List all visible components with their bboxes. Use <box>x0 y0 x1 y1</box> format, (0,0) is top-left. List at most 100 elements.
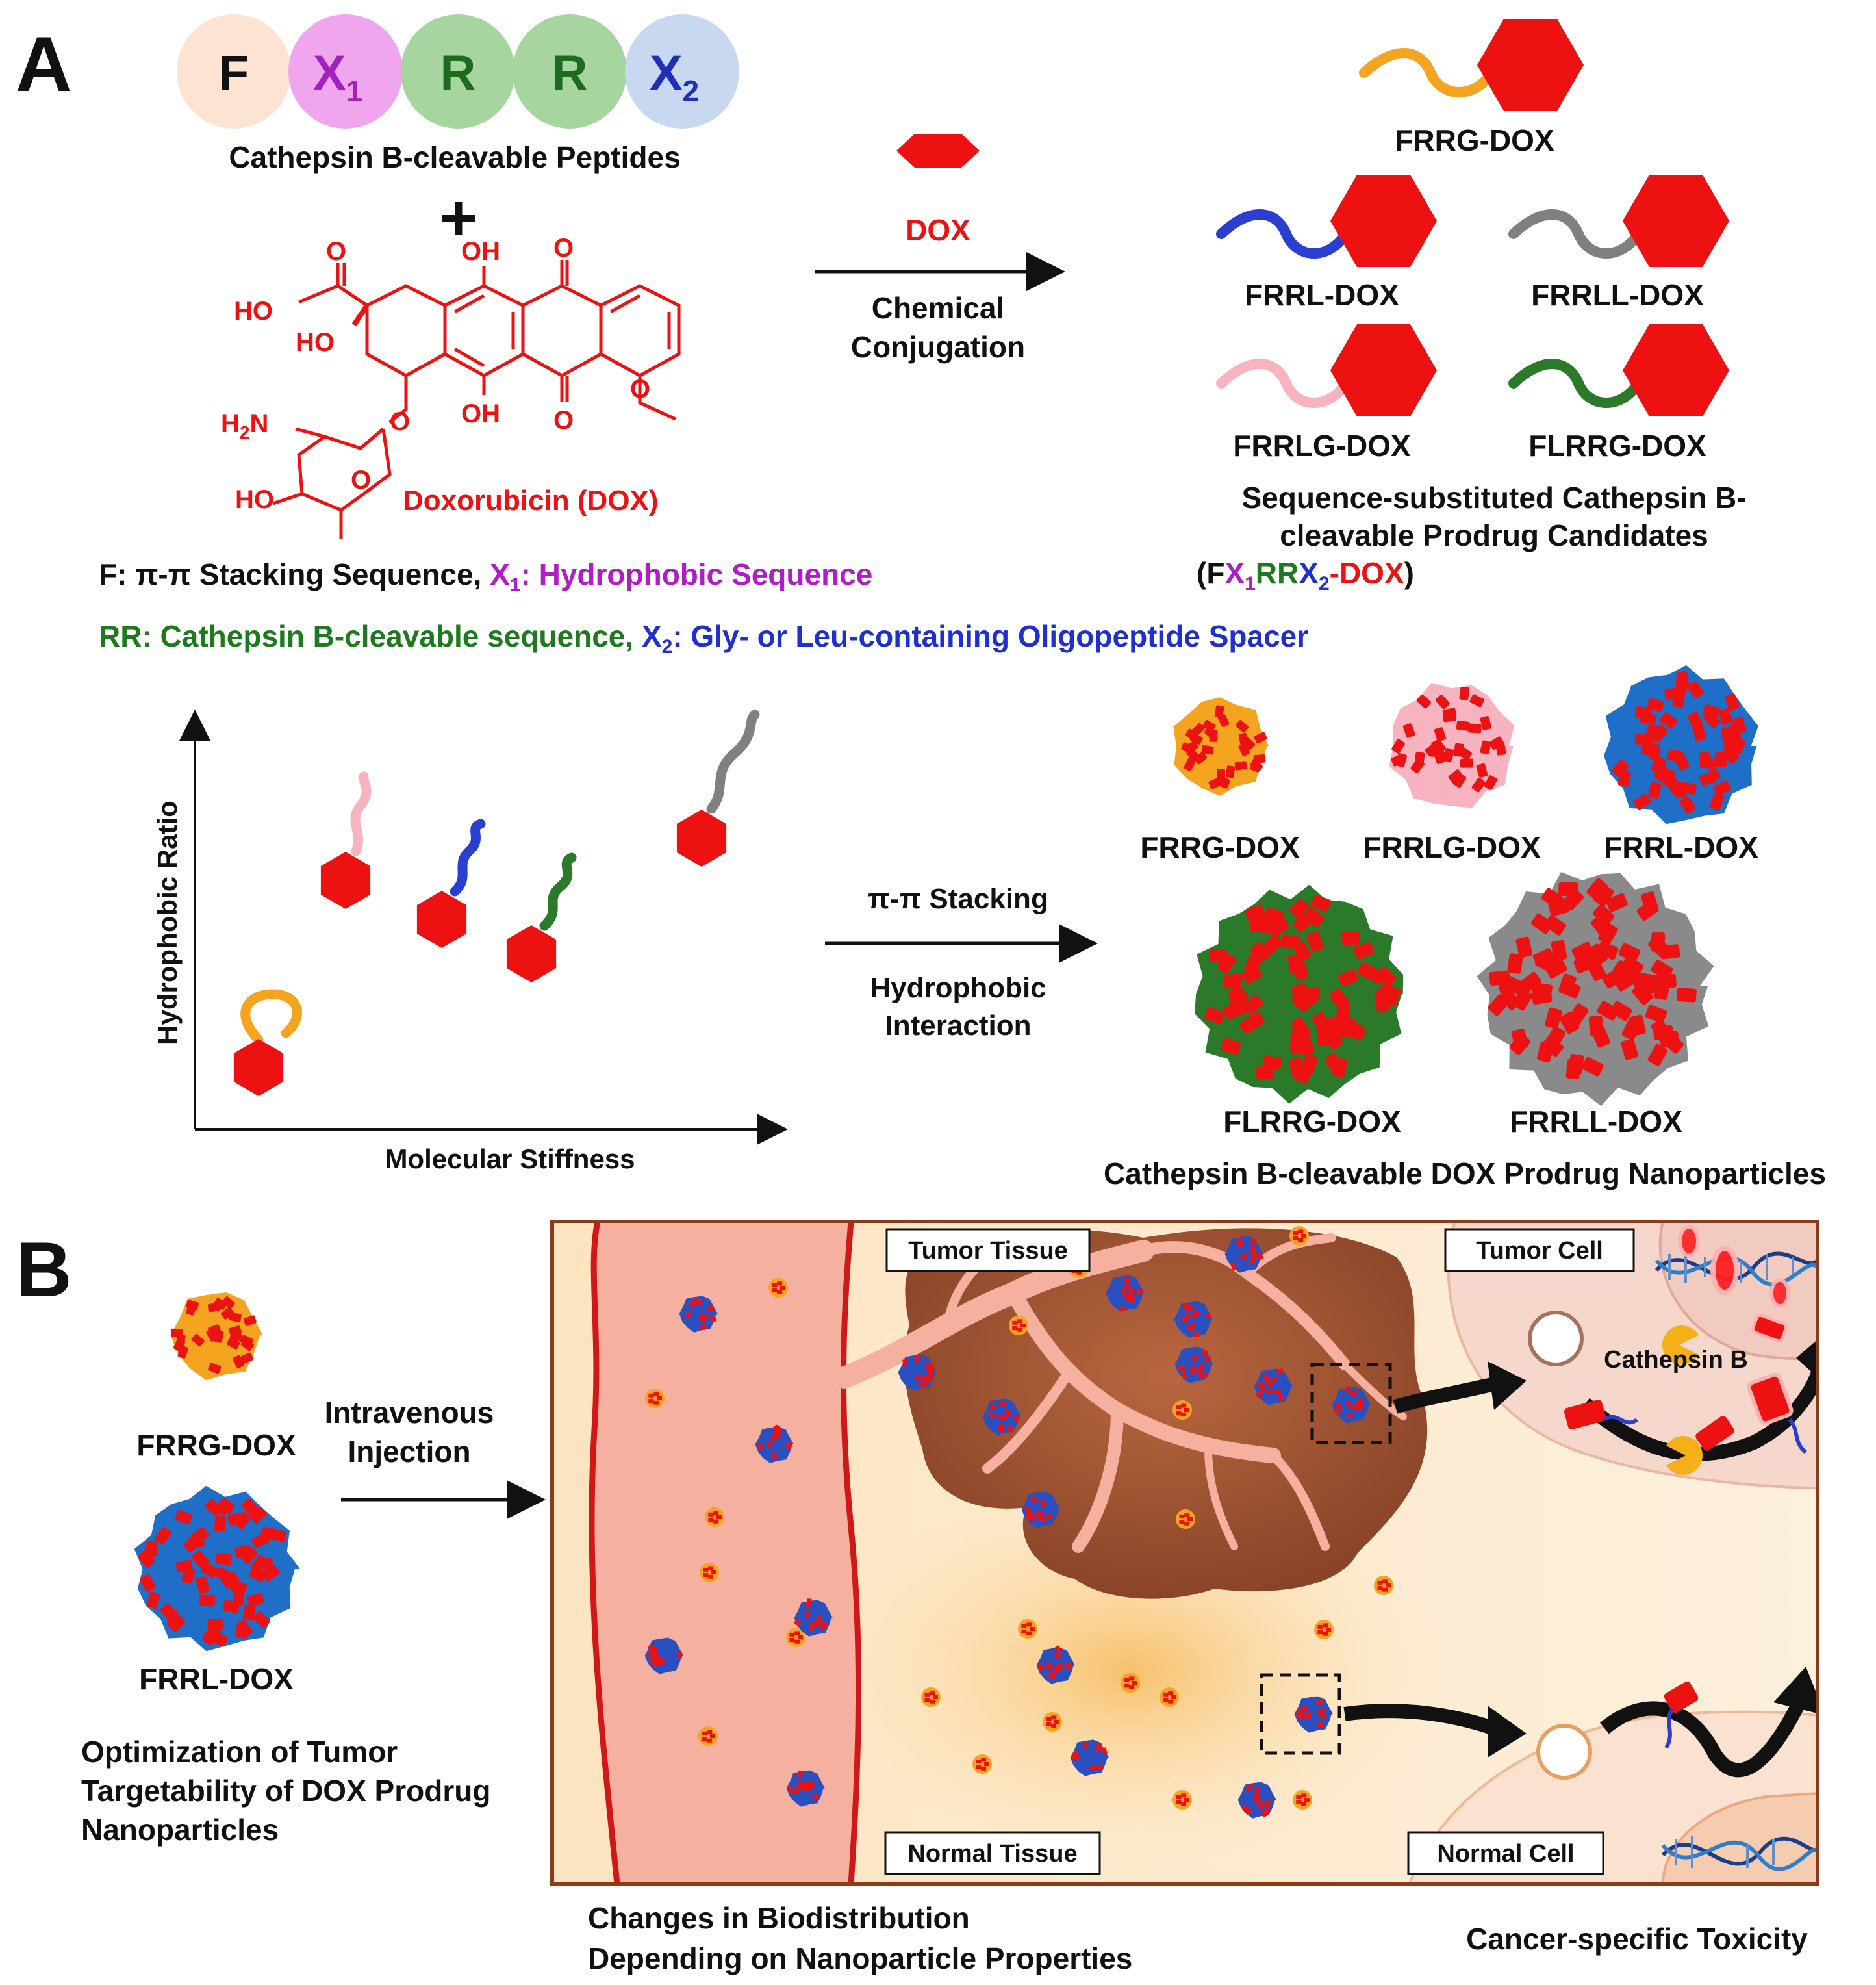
plot-molecule <box>320 771 372 909</box>
nanoparticle <box>794 1598 833 1637</box>
prodrug-candidate: FLRRG-DOX <box>1508 324 1729 463</box>
candidates-formula: (FX1RRX2-DOX) <box>1197 556 1414 595</box>
dox-label-h2n: H2N <box>221 409 268 442</box>
nanoparticle <box>644 1637 683 1674</box>
nanoparticle <box>1294 1696 1333 1733</box>
small-nanoparticle <box>972 1754 992 1774</box>
normal-zoom-arrow-icon <box>1488 1706 1527 1758</box>
peptide-bead-letter: X1 <box>313 45 362 108</box>
peptide-bead-letter: F <box>219 45 249 101</box>
dox-label-o-ring: O <box>390 407 410 436</box>
cathepsin-b-icon <box>1662 1325 1699 1364</box>
bottom-left-line1: Changes in Biodistribution <box>588 1901 970 1935</box>
assembly-line2: Hydrophobic <box>870 972 1046 1004</box>
normal-tissue-box <box>884 1831 1101 1875</box>
dna-helix-tumor-icon <box>1654 1225 1818 1308</box>
small-nanoparticle <box>705 1507 724 1527</box>
nanoparticle <box>786 1770 825 1807</box>
peptides-caption: Cathepsin B-cleavable Peptides <box>229 140 680 174</box>
x-axis-label: Molecular Stiffness <box>385 1144 635 1174</box>
peptide-bead: X1 <box>288 14 403 129</box>
dox-label-ho-sugar: HO <box>235 485 274 514</box>
small-nanoparticle <box>1121 1673 1140 1693</box>
prodrug-candidate-label: FRRL-DOX <box>1245 278 1399 312</box>
prodrug-candidate: FRRLG-DOX <box>1216 324 1437 463</box>
endosome-normal <box>1536 1724 1592 1780</box>
tumor-zoom-box <box>1310 1363 1392 1444</box>
reaction-line1: Chemical <box>872 291 1005 325</box>
assembly-line3: Interaction <box>885 1010 1032 1042</box>
tumor-tissue-box <box>885 1228 1091 1272</box>
nanoparticle-label: FRRG-DOX <box>1140 830 1300 864</box>
small-nanoparticle <box>1176 1509 1195 1529</box>
small-nanoparticle <box>1009 1316 1028 1335</box>
prodrug-candidate: FRRLL-DOX <box>1508 175 1729 312</box>
peptide-bead-letter: R <box>440 45 476 101</box>
nanoparticle <box>679 1296 718 1333</box>
dox-label-o2: O <box>553 234 574 263</box>
panel-b-label: B <box>16 1226 72 1313</box>
dox-name: Doxorubicin (DOX) <box>403 485 659 517</box>
injection-line2: Injection <box>348 1435 470 1468</box>
plot-molecule <box>416 819 486 948</box>
dox-label-o-sugar: O <box>351 466 371 494</box>
prodrug-candidate-label: FLRRG-DOX <box>1528 429 1706 463</box>
tumor-pathway-arrow-icon <box>1796 1339 1818 1377</box>
doxorubicin-structure <box>272 260 681 539</box>
normal-zoom-box <box>1260 1673 1341 1755</box>
normal-pathway-arrow-icon <box>1773 1667 1818 1713</box>
prodrug-candidate-label: FRRG-DOX <box>1395 123 1554 157</box>
dox-label-o-methoxy: O <box>630 375 650 403</box>
nanoparticle <box>170 1292 263 1381</box>
small-nanoparticle <box>921 1687 941 1707</box>
small-nanoparticle <box>1043 1712 1062 1732</box>
dox-label-o3: O <box>553 406 574 435</box>
biodistribution-scene <box>550 1220 1819 1886</box>
dox-label-o1: O <box>326 237 346 266</box>
panel-a-label: A <box>16 21 72 108</box>
prodrug-candidate-label: FRRLL-DOX <box>1531 278 1704 312</box>
small-nanoparticle <box>1172 1400 1192 1420</box>
candidates-caption-line1: Sequence-substituted Cathepsin B- <box>1242 481 1747 515</box>
assembly-line1: π-π Stacking <box>868 883 1048 915</box>
prodrug-candidates: FRRG-DOX FRRL-DOX FRRLL-DOX FRRLG-DOX FLRRG-… <box>1216 19 1729 463</box>
tumor-cell-box <box>1444 1228 1635 1272</box>
nanoparticle <box>1070 1739 1109 1776</box>
normal-cell-box <box>1407 1831 1604 1875</box>
released-dox-icon <box>1564 1400 1606 1429</box>
legend-line2: RR: Cathepsin B-cleavable sequence, X2: … <box>99 619 1308 658</box>
nanoparticle <box>1389 683 1515 808</box>
optimization-line1: Optimization of Tumor <box>81 1735 398 1769</box>
nanoparticle <box>134 1485 301 1652</box>
normal-tissue-label: Normal Tissue <box>907 1840 1077 1867</box>
dox-label-ho-mid: HO <box>296 328 335 357</box>
small-nanoparticle <box>1018 1619 1037 1639</box>
peptide-bead: R <box>401 14 515 129</box>
optimization-line2: Targetability of DOX Prodrug <box>81 1774 490 1808</box>
nanoparticle <box>1195 884 1404 1104</box>
scene-frame <box>550 1220 1819 1886</box>
plot-molecule <box>233 989 302 1096</box>
panel-b-nanoparticle-small <box>170 1292 263 1381</box>
nanoparticle <box>1106 1275 1145 1312</box>
small-nanoparticle <box>700 1563 719 1582</box>
nanoparticle <box>898 1354 937 1391</box>
small-nanoparticle <box>1374 1576 1393 1595</box>
dox-label-oh-bottom: OH <box>461 400 500 428</box>
dox-label-ho-top: HO <box>234 297 273 326</box>
tumor-cell-label: Tumor Cell <box>1476 1237 1603 1264</box>
reaction-line2: Conjugation <box>851 330 1025 364</box>
bottom-right-text: Cancer-specific Toxicity <box>1466 1922 1808 1956</box>
dna-helix-normal-icon <box>1661 1836 1818 1871</box>
plot-molecule <box>676 710 760 867</box>
panel-b-nanoparticle-large <box>134 1485 301 1652</box>
nanoparticle <box>1604 665 1758 825</box>
cathepsin-b-active-icon <box>1666 1436 1703 1475</box>
peptide-bead: F <box>177 14 291 129</box>
small-nanoparticle <box>1314 1620 1334 1639</box>
plot-molecule <box>506 852 577 982</box>
nanoparticle <box>1174 1301 1213 1338</box>
optimization-line3: Nanoparticles <box>81 1813 279 1847</box>
